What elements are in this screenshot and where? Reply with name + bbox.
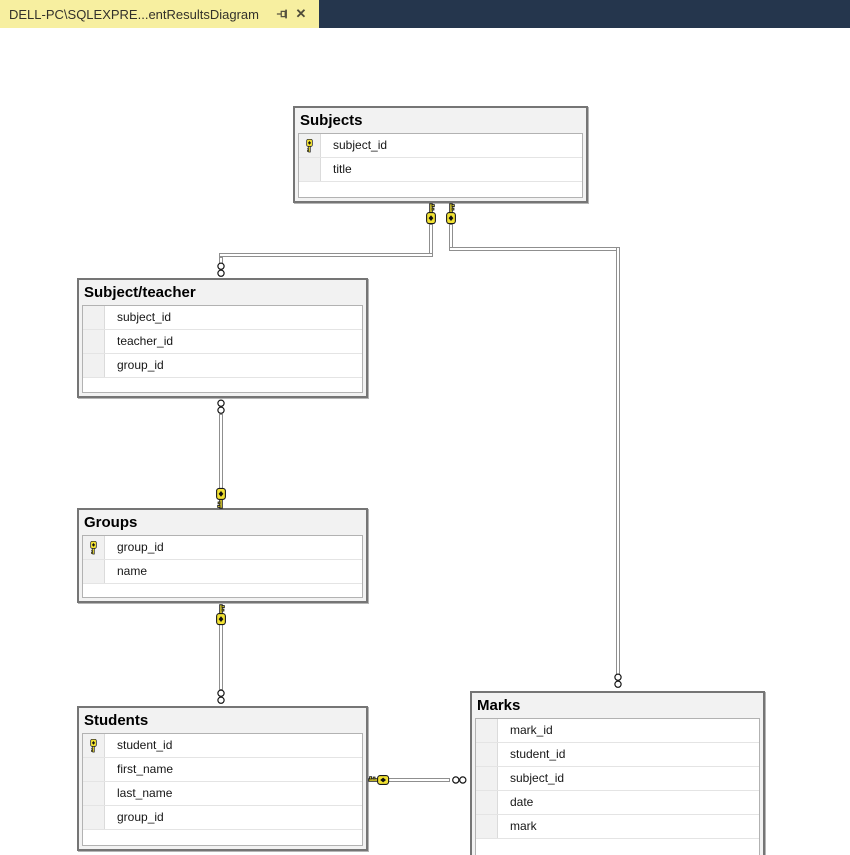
- column-name: subject_id: [510, 771, 565, 785]
- key-icon: [214, 487, 228, 509]
- table-row[interactable]: student_id: [83, 734, 362, 758]
- relationship-line[interactable]: [219, 253, 433, 257]
- row-icon-cell: [83, 782, 105, 805]
- row-icon-cell: [299, 158, 321, 181]
- table-title[interactable]: Students: [84, 712, 149, 729]
- row-icon-cell: [476, 743, 498, 766]
- document-tab-bar: DELL-PC\SQLEXPRE...entResultsDiagram ✕: [0, 0, 850, 28]
- table-row[interactable]: subject_id: [299, 134, 582, 158]
- table-row[interactable]: first_name: [83, 758, 362, 782]
- row-icon-cell: [476, 719, 498, 742]
- key-icon: [214, 604, 228, 626]
- table-row[interactable]: subject_id: [476, 767, 759, 791]
- tab-diagram[interactable]: DELL-PC\SQLEXPRE...entResultsDiagram ✕: [0, 0, 319, 28]
- infinity-icon: [216, 262, 226, 278]
- column-name: mark: [510, 819, 537, 833]
- column-name: subject_id: [333, 138, 388, 152]
- infinity-icon: [452, 772, 467, 788]
- key-icon: [444, 203, 458, 225]
- row-icon-cell: [83, 758, 105, 781]
- table-row[interactable]: name: [83, 560, 362, 584]
- row-icon-cell: [83, 354, 105, 377]
- column-name: mark_id: [510, 723, 553, 737]
- key-icon: [83, 536, 105, 559]
- column-name: student_id: [510, 747, 566, 761]
- relationship-line[interactable]: [219, 414, 223, 491]
- column-name: group_id: [117, 358, 164, 372]
- table-row[interactable]: last_name: [83, 782, 362, 806]
- row-icon-cell: [83, 806, 105, 829]
- table-column-list: subject_id teacher_id group_id: [82, 305, 363, 393]
- column-name: group_id: [117, 540, 164, 554]
- column-name: first_name: [117, 762, 174, 776]
- key-icon: [299, 134, 321, 157]
- table-row[interactable]: title: [299, 158, 582, 182]
- column-name: title: [333, 162, 352, 176]
- infinity-icon: [216, 399, 226, 415]
- table-title[interactable]: Groups: [84, 514, 138, 531]
- column-name: subject_id: [117, 310, 172, 324]
- column-name: teacher_id: [117, 334, 174, 348]
- row-icon-cell: [83, 306, 105, 329]
- row-icon-cell: [476, 791, 498, 814]
- pin-icon[interactable]: [275, 6, 291, 22]
- relationship-line[interactable]: [219, 624, 223, 690]
- table-row[interactable]: group_id: [83, 354, 362, 378]
- tab-title: DELL-PC\SQLEXPRE...entResultsDiagram: [9, 6, 259, 22]
- table-row[interactable]: group_id: [83, 806, 362, 830]
- row-icon-cell: [83, 330, 105, 353]
- column-name: name: [117, 564, 148, 578]
- infinity-icon: [216, 689, 226, 705]
- column-name: last_name: [117, 786, 173, 800]
- table-row[interactable]: group_id: [83, 536, 362, 560]
- table-row[interactable]: mark_id: [476, 719, 759, 743]
- row-icon-cell: [476, 767, 498, 790]
- column-name: group_id: [117, 810, 164, 824]
- table-row[interactable]: subject_id: [83, 306, 362, 330]
- key-icon: [368, 769, 390, 791]
- infinity-icon: [613, 673, 623, 689]
- table-column-list: student_id first_name last_name group_id: [82, 733, 363, 846]
- table-row[interactable]: student_id: [476, 743, 759, 767]
- relationship-line[interactable]: [616, 247, 620, 675]
- column-name: date: [510, 795, 534, 809]
- table-row[interactable]: mark: [476, 815, 759, 839]
- row-icon-cell: [83, 560, 105, 583]
- key-icon: [83, 734, 105, 757]
- table-title[interactable]: Subject/teacher: [84, 284, 196, 301]
- key-icon: [424, 203, 438, 225]
- relationship-line[interactable]: [449, 247, 620, 251]
- row-icon-cell: [476, 815, 498, 838]
- table-title[interactable]: Marks: [477, 697, 521, 714]
- close-icon[interactable]: ✕: [295, 6, 307, 21]
- table-row[interactable]: date: [476, 791, 759, 815]
- relationship-line[interactable]: [388, 778, 450, 782]
- column-name: student_id: [117, 738, 173, 752]
- table-title[interactable]: Subjects: [300, 112, 363, 129]
- table-row[interactable]: teacher_id: [83, 330, 362, 354]
